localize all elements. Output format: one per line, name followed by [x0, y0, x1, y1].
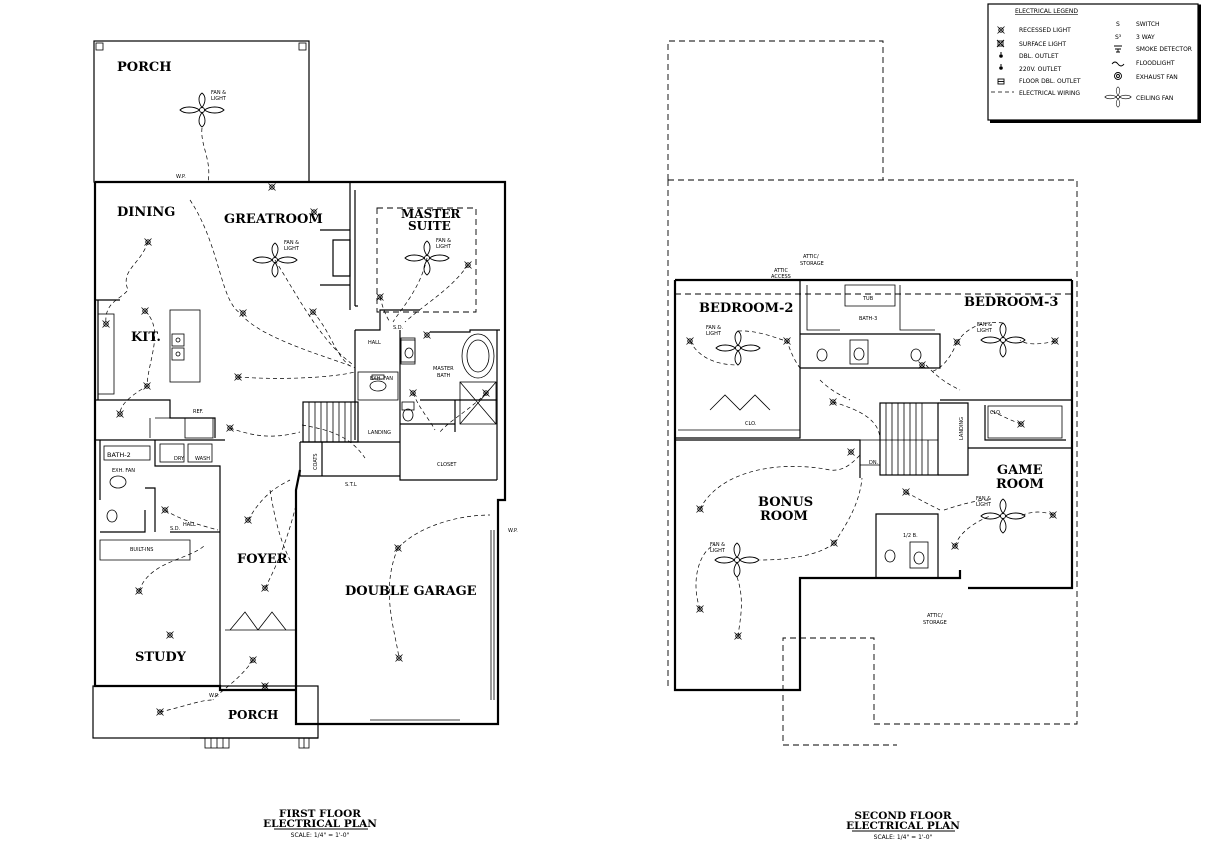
master-bath-label-2: BATH	[437, 373, 451, 379]
bedroom2-label: BEDROOM-2	[699, 301, 793, 316]
master-suite-label-1: MASTER	[401, 207, 461, 221]
recessed-light-icon	[997, 26, 1005, 34]
first-floor-title-1: FIRST FLOOR	[279, 808, 361, 820]
master-suite-label-2: SUITE	[408, 219, 451, 233]
legend-item-label: SMOKE DETECTOR	[1136, 46, 1192, 53]
exh-fan-label: EXH. FAN	[112, 468, 135, 474]
second-floor-title-1: SECOND FLOOR	[854, 810, 952, 822]
fan-label: FAN &	[436, 238, 451, 244]
wp-label: W.P.	[176, 174, 186, 180]
light-label: LIGHT	[211, 96, 227, 102]
wp-label: W.P.	[209, 693, 219, 699]
legend-item-label: ELECTRICAL WIRING	[1019, 90, 1080, 97]
electrical-legend: ELECTRICAL LEGEND RECESSED LIGHT SURFACE…	[987, 3, 1201, 123]
attic-storage-label-1: ATTIC/	[927, 613, 943, 619]
exhaust-fan-icon	[1114, 72, 1122, 80]
fan-label: FAN &	[706, 325, 721, 331]
light-label: LIGHT	[706, 331, 722, 337]
first-floor-scale: SCALE: 1/4" = 1'-0"	[291, 832, 350, 839]
bath3-label: BATH-3	[859, 316, 877, 322]
master-bath-label-1: MASTER	[433, 366, 454, 372]
kitchen-label: KIT.	[131, 330, 161, 345]
closet-label: CLO.	[990, 410, 1002, 416]
fan-label: FAN &	[284, 240, 299, 246]
landing-label: LANDING	[959, 417, 965, 440]
attic-access-label-2: ACCESS	[771, 274, 791, 280]
attic-access-label-1: ATTIC	[774, 268, 789, 274]
closet-label: CLO.	[745, 421, 757, 427]
legend-item-label: 3 WAY	[1136, 34, 1155, 41]
floor-outlet-icon	[997, 78, 1005, 85]
hall-label: HALL	[368, 340, 381, 346]
bonus-room-label-2: ROOM	[760, 509, 808, 524]
stl-label: S.T.L	[345, 482, 357, 488]
foyer-label: FOYER	[237, 552, 288, 567]
light-label: LIGHT	[977, 328, 993, 334]
attic-storage-label-2: STORAGE	[923, 620, 947, 626]
tub-label: TUB	[862, 296, 874, 302]
fan-label: FAN &	[976, 496, 991, 502]
porch-top-label: PORCH	[117, 60, 172, 75]
light-label: LIGHT	[710, 548, 726, 554]
bonus-room-label-1: BONUS	[758, 495, 813, 510]
legend-item-label: FLOODLIGHT	[1136, 60, 1175, 67]
first-floor-title-2: ELECTRICAL PLAN	[263, 818, 377, 830]
dining-label: DINING	[117, 205, 175, 220]
closet-label: CLOSET	[437, 462, 457, 468]
second-floor-wiring	[689, 322, 1056, 637]
legend-item-label: DBL. OUTLET	[1019, 53, 1059, 60]
smoke-detector-label: S.D.	[393, 325, 404, 331]
study-label: STUDY	[135, 650, 187, 665]
second-floor-scale: SCALE: 1/4" = 1'-0"	[874, 834, 933, 841]
legend-item-label: EXHAUST FAN	[1136, 74, 1178, 81]
washer-label: WASH	[195, 456, 210, 462]
legend-item-label: FLOOR DBL. OUTLET	[1019, 78, 1081, 85]
light-label: LIGHT	[284, 246, 300, 252]
bath2-label: BATH-2	[107, 451, 131, 459]
second-floor-plan: BEDROOM-2 BEDROOM-3 BONUS ROOM GAME ROOM…	[667, 40, 1078, 841]
switch-icon: S	[1116, 21, 1120, 28]
fan-label: FAN &	[977, 322, 992, 328]
coats-label: COATS	[313, 453, 319, 470]
wp-label: W.P.	[508, 528, 518, 534]
bedroom2-ceiling-fan-icon	[715, 330, 761, 366]
first-floor-plan: PORCH FAN & LIGHT	[92, 40, 518, 839]
double-garage-label: DOUBLE GARAGE	[345, 584, 477, 599]
fan-label: FAN &	[710, 542, 725, 548]
down-label: DN.	[869, 460, 879, 466]
surface-light-icon	[996, 39, 1005, 48]
light-label: LIGHT	[436, 244, 452, 250]
legend-title: ELECTRICAL LEGEND	[1015, 8, 1078, 15]
ref-label: REF.	[193, 409, 204, 415]
exh-fan-label: EXH. FAN	[370, 376, 393, 382]
dbl-outlet-icon	[999, 52, 1003, 58]
floodlight-icon	[1111, 61, 1125, 67]
legend-item-label: 220V. OUTLET	[1019, 66, 1062, 73]
220v-outlet-icon	[999, 64, 1003, 70]
attic-storage-label-1: ATTIC/	[803, 254, 819, 260]
landing-label: LANDING	[368, 430, 391, 436]
fan-label: FAN &	[211, 90, 226, 96]
legend-item-label: CEILING FAN	[1136, 95, 1173, 102]
dryer-label: DRY	[174, 456, 185, 462]
light-label: LIGHT	[976, 502, 992, 508]
second-floor-title-2: ELECTRICAL PLAN	[846, 820, 960, 832]
smoke-detector-icon	[1114, 45, 1122, 53]
attic-storage-label-2: STORAGE	[800, 261, 824, 267]
game-room-label-1: GAME	[997, 463, 1043, 478]
game-room-label-2: ROOM	[996, 477, 1044, 492]
greatroom-label: GREATROOM	[224, 212, 323, 227]
three-way-icon: S³	[1115, 34, 1122, 41]
legend-item-label: SWITCH	[1136, 21, 1160, 28]
bedroom3-label: BEDROOM-3	[964, 295, 1058, 310]
half-bath-label: 1/2 B.	[903, 533, 918, 539]
porch-bottom-label: PORCH	[228, 708, 278, 722]
hall2-label: HALL	[183, 522, 196, 528]
legend-item-label: RECESSED LIGHT	[1019, 27, 1071, 34]
legend-item-label: SURFACE LIGHT	[1019, 41, 1066, 48]
first-floor-wiring	[105, 199, 491, 713]
smoke-detector-label: S.D.	[170, 526, 181, 532]
built-ins-label: BUILT-INS	[130, 547, 153, 553]
